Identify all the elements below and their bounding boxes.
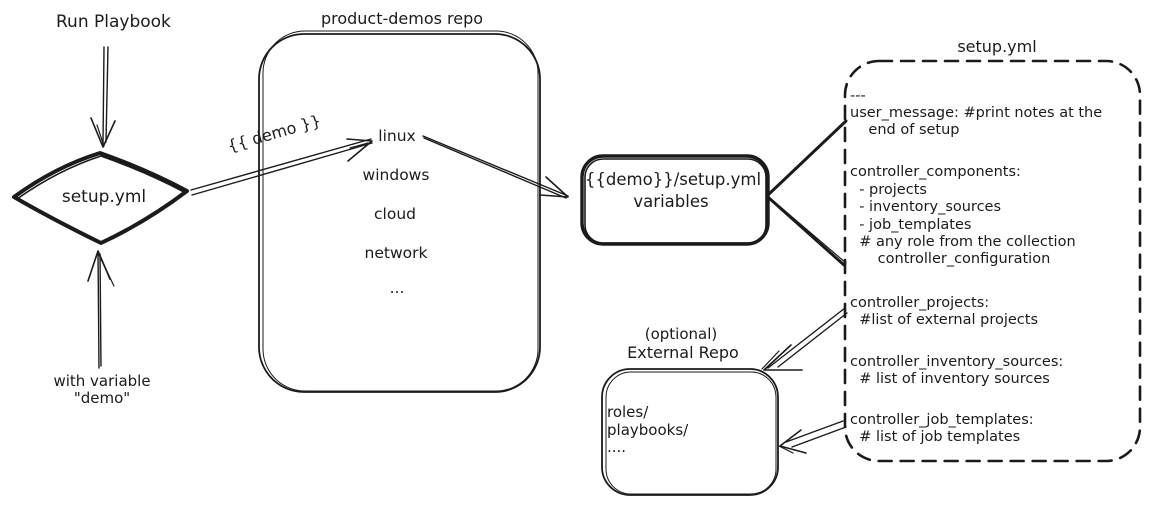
yaml-line-controller-configuration: controller_configuration xyxy=(850,251,1051,267)
external-repo-roles: roles/ xyxy=(607,403,649,421)
setup-yml-title: setup.yml xyxy=(957,37,1037,56)
yaml-line-end-of-setup: end of setup xyxy=(850,122,960,138)
with-variable-label-line1: with variable xyxy=(53,372,151,390)
setup-yml-diamond xyxy=(12,151,189,245)
variables-box xyxy=(580,154,770,246)
with-variable-label-line2: "demo" xyxy=(73,389,131,407)
external-repo-title-line2: External Repo xyxy=(627,343,739,362)
yaml-line-any-role-comment: # any role from the collection xyxy=(850,234,1076,250)
repo-item-ellipsis: ... xyxy=(389,279,405,297)
yaml-line-job-templates: - job_templates xyxy=(850,217,972,233)
yaml-line-list-job-templates: # list of job templates xyxy=(850,429,1021,445)
variables-box-line2: variables xyxy=(633,192,709,211)
repo-item-linux: linux xyxy=(378,127,416,145)
yaml-line-projects: - projects xyxy=(850,182,927,198)
repo-item-cloud: cloud xyxy=(374,205,416,223)
external-repo-ellipsis: .... xyxy=(607,438,627,456)
external-repo-playbooks: playbooks/ xyxy=(607,421,689,439)
connector-variables-to-setupyml xyxy=(767,119,848,267)
setup-yml-dashed-box xyxy=(843,59,1142,463)
yaml-line-inventory-sources: - inventory_sources xyxy=(850,199,1002,215)
yaml-line-doc-start: --- xyxy=(850,88,866,104)
arrow-linux-to-variables xyxy=(422,135,569,199)
product-demos-title: product-demos repo xyxy=(320,9,484,28)
external-repo-box-overdraw xyxy=(605,371,777,495)
yaml-line-controller-projects: controller_projects: xyxy=(850,295,990,311)
arrow-projects-to-external xyxy=(761,307,848,371)
repo-item-network: network xyxy=(364,244,428,262)
yaml-line-list-external-projects: #list of external projects xyxy=(850,312,1039,328)
yaml-line-controller-job-templates: controller_job_templates: xyxy=(850,412,1034,428)
diamond-label: setup.yml xyxy=(61,187,147,207)
external-repo-box xyxy=(601,368,779,496)
setup-yml-diamond-overdraw xyxy=(16,155,185,200)
arrow-demo-to-linux xyxy=(190,138,373,196)
run-playbook-label: Run Playbook xyxy=(56,12,171,32)
arrow-run-playbook xyxy=(90,46,116,148)
arrow-with-variable xyxy=(87,250,115,369)
repo-item-windows: windows xyxy=(362,166,430,184)
variables-box-line1: {{demo}}/setup.yml xyxy=(584,170,762,189)
yaml-line-controller-inventory-sources: controller_inventory_sources: xyxy=(850,354,1064,370)
yaml-line-list-inventory-sources: # list of inventory sources xyxy=(850,371,1050,387)
yaml-line-controller-components: controller_components: xyxy=(850,164,1021,180)
external-repo-title-line1: (optional) xyxy=(644,325,718,343)
product-demos-box xyxy=(258,33,541,393)
product-demos-box-overdraw xyxy=(262,30,539,392)
variables-box-overdraw xyxy=(584,158,767,244)
yaml-line-user-message: user_message: #print notes at the xyxy=(850,105,1103,121)
arrow-jobtemplates-to-external xyxy=(778,420,847,454)
